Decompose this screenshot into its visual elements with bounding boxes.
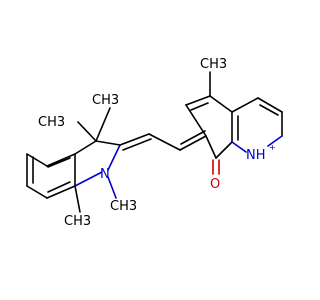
methyl-label: CH3	[64, 214, 91, 229]
bond	[209, 95, 233, 113]
bond	[77, 121, 97, 142]
bond	[95, 107, 111, 142]
bond	[47, 181, 71, 193]
bond	[267, 135, 283, 147]
oxygen-label: O	[210, 177, 220, 192]
bond	[179, 135, 207, 151]
atom-labels: CH3 CH3 N CH3 CH3 CH3 O NH +	[38, 57, 276, 229]
bonds	[26, 71, 283, 213]
bond	[205, 135, 217, 159]
bond	[46, 153, 76, 167]
bond	[47, 157, 71, 168]
bond	[231, 141, 247, 153]
bond	[185, 95, 211, 106]
positive-charge-label: +	[269, 143, 276, 152]
bond	[231, 97, 259, 113]
bond	[107, 144, 121, 171]
bond	[107, 176, 117, 199]
nitrogen-label: N	[100, 167, 110, 182]
bond	[148, 133, 181, 151]
bond	[180, 130, 206, 145]
methyl-label: CH3	[200, 57, 227, 72]
bond	[26, 153, 48, 167]
bond	[257, 97, 283, 113]
bond	[26, 185, 48, 199]
bond	[185, 104, 207, 137]
bond	[122, 138, 152, 151]
bond	[215, 141, 233, 159]
methyl-label: CH3	[38, 115, 65, 130]
molecular-structure-diagram: CH3 CH3 N CH3 CH3 CH3 O NH +	[26, 57, 283, 229]
bond	[119, 133, 150, 146]
bond	[74, 185, 81, 213]
bond	[46, 185, 76, 199]
bond	[190, 102, 209, 111]
bond	[95, 140, 121, 146]
methyl-label: CH3	[92, 93, 119, 108]
bond	[259, 104, 279, 116]
bond	[74, 140, 97, 155]
methyl-label: CH3	[110, 199, 137, 214]
bond	[74, 171, 103, 187]
pyridinium-nh-label: NH	[246, 148, 266, 163]
